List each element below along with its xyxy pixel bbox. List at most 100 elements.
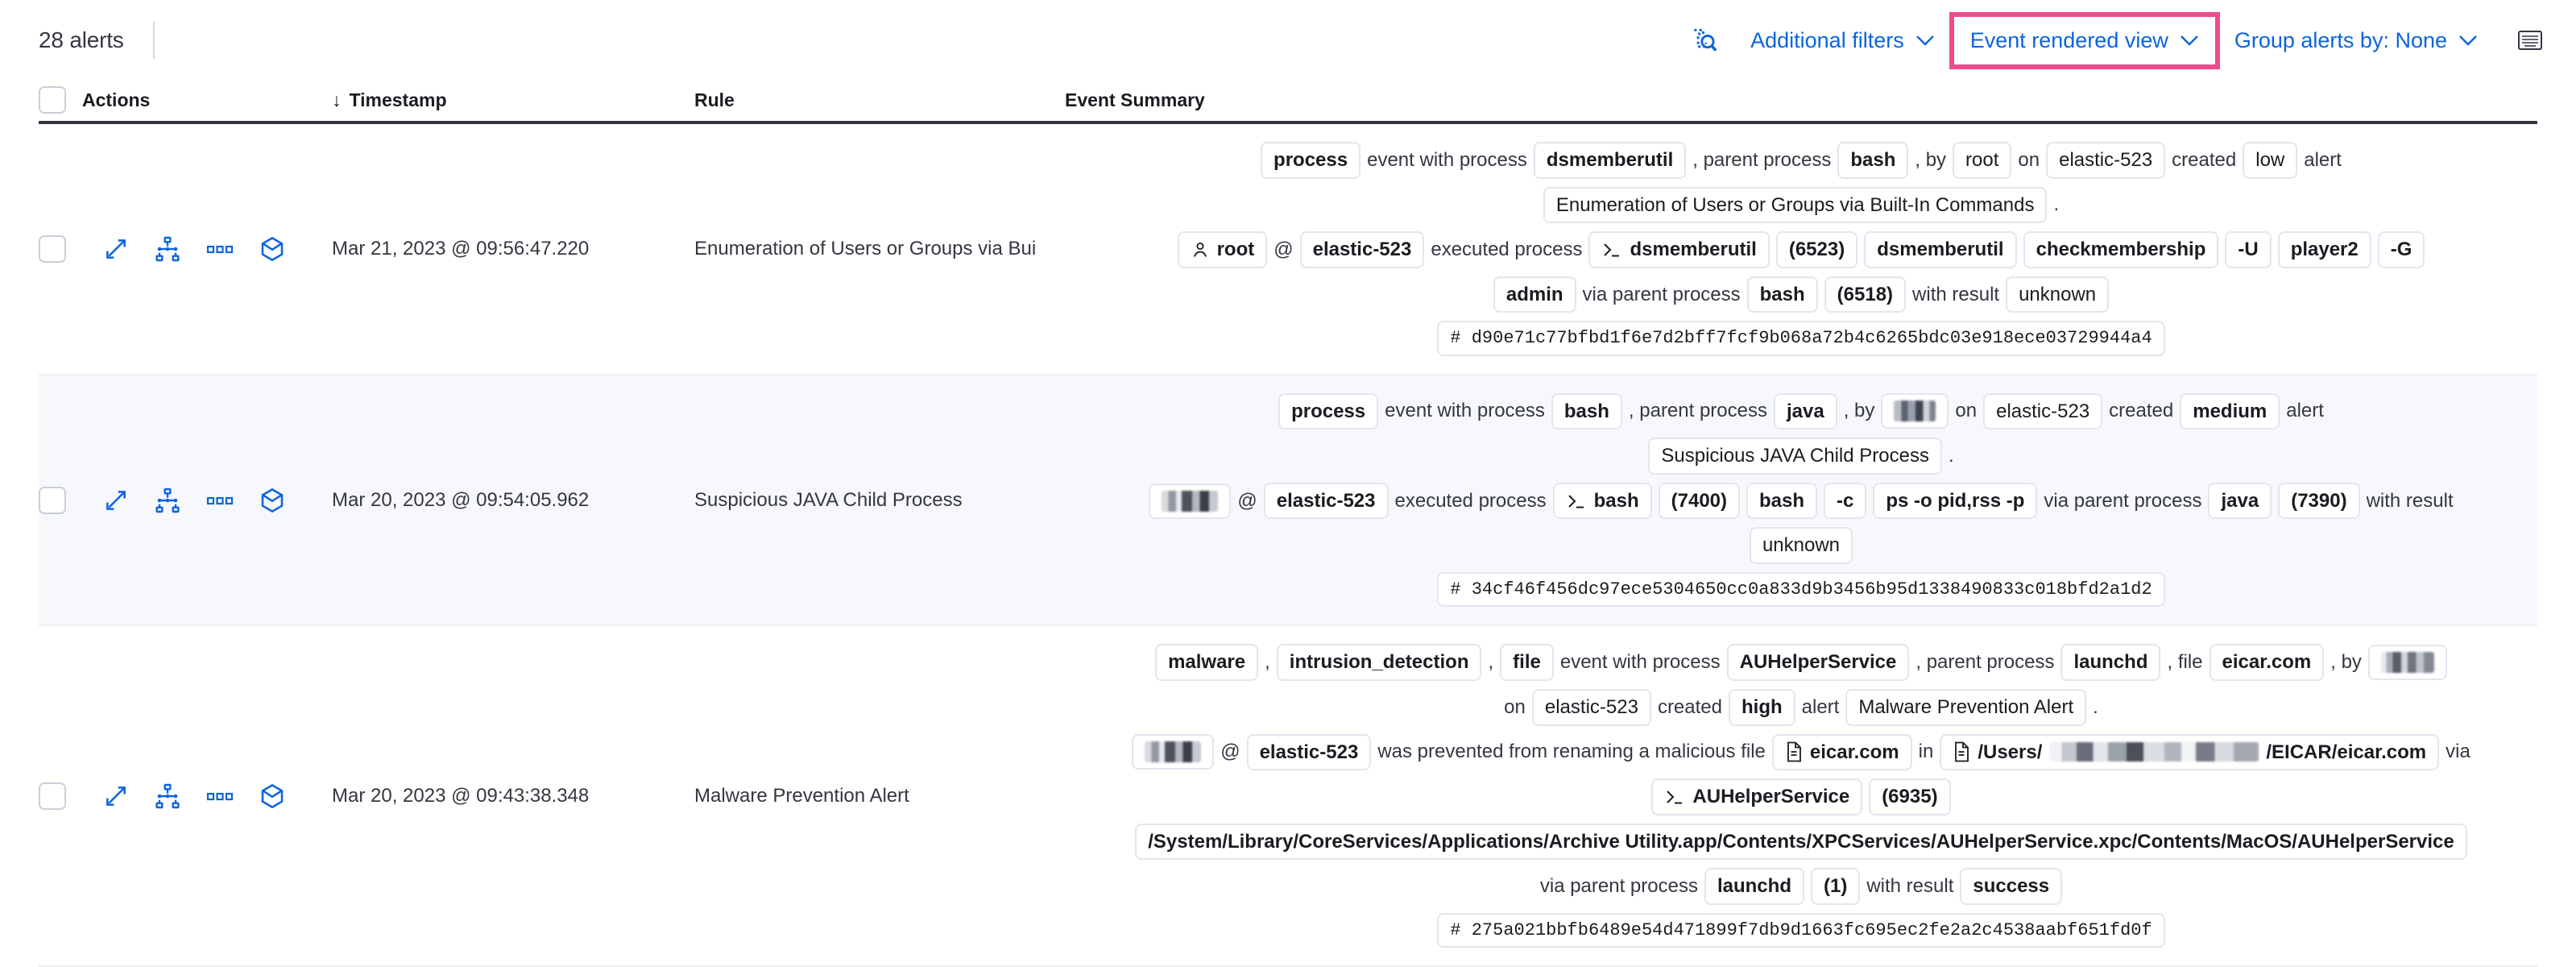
summary-value-pill[interactable]: (7400) [1658,482,1740,520]
summary-value-pill[interactable]: dsmemberutil [1533,142,1687,179]
summary-value-pill[interactable]: (6935) [1869,778,1951,816]
summary-value-pill[interactable]: (6518) [1824,276,1907,313]
pill-label: low [2255,149,2285,171]
summary-value-pill[interactable]: elastic-523 [1263,482,1389,520]
summary-value-pill[interactable]: -U [2225,231,2272,268]
column-header-timestamp[interactable]: ↓ Timestamp [332,89,694,111]
summary-value-pill[interactable]: process [1278,392,1379,430]
summary-value-pill[interactable]: bash [1552,482,1652,520]
summary-value-pill[interactable]: root [1177,231,1268,268]
additional-filters-button[interactable]: Additional filters [1739,22,1946,60]
summary-value-pill[interactable]: success [1960,868,2063,905]
summary-value-pill[interactable]: /System/Library/CoreServices/Application… [1135,823,2467,861]
summary-value-pill[interactable]: malware [1155,644,1259,681]
summary-value-pill[interactable]: elastic-523 [1246,733,1372,771]
more-actions-icon[interactable] [206,488,234,513]
session-view-icon[interactable] [259,488,285,513]
summary-value-pill[interactable]: file [1500,644,1554,681]
pill-label: root [1216,239,1255,261]
summary-value-pill[interactable]: Suspicious JAVA Child Process [1648,438,1942,475]
select-all-checkbox[interactable] [39,86,66,114]
summary-value-pill[interactable]: java [1774,392,1837,430]
pill-label: unknown [1762,534,1841,557]
summary-value-pill[interactable]: Enumeration of Users or Groups via Built… [1543,186,2048,224]
more-actions-icon[interactable] [206,783,234,809]
summary-value-pill[interactable]: elastic-523 [1983,392,2103,430]
keyboard-shortcuts-icon[interactable] [2516,28,2544,52]
summary-value-pill[interactable]: elastic-523 [2046,142,2166,179]
summary-value-pill[interactable]: bash [1746,482,1818,520]
summary-text: via parent process [2044,489,2202,512]
redacted-value-pill[interactable] [1881,393,1949,430]
column-header-actions[interactable]: Actions [82,89,151,110]
summary-value-pill[interactable]: checkmembership [2023,231,2219,268]
row-select-checkbox[interactable] [39,234,66,263]
summary-value-pill[interactable]: ps -o pid,rss -p [1873,482,2038,520]
summary-value-pill[interactable]: unknown [1749,527,1853,565]
summary-value-pill[interactable]: (6523) [1775,231,1858,268]
summary-value-pill[interactable]: eicar.com [2209,644,2325,681]
summary-value-pill[interactable]: medium [2180,392,2280,430]
summary-value-pill[interactable]: admin [1493,276,1576,313]
redacted-value-pill[interactable] [1149,483,1232,519]
summary-value-pill[interactable]: bash [1746,276,1818,313]
summary-text: , parent process [1915,651,2055,674]
event-hash-pill[interactable]: # d90e71c77bfbd1f6e7d2bff7fcf9b068a72b4c… [1437,321,2165,356]
session-view-icon[interactable] [259,236,285,262]
summary-value-pill[interactable]: AUHelperService [1651,778,1863,816]
group-alerts-by-button[interactable]: Group alerts by: None [2223,22,2489,60]
event-hash-pill[interactable]: # 275a021bbfb6489e54d471899f7db9d1663fc6… [1437,912,2165,948]
summary-value-pill[interactable]: -G [2377,231,2425,268]
row-select-checkbox[interactable] [39,782,66,810]
analyzer-icon[interactable] [155,236,180,262]
summary-value-pill[interactable]: intrusion_detection [1276,644,1482,681]
analyzer-icon[interactable] [155,488,180,513]
expand-icon[interactable] [103,236,129,262]
summary-value-pill[interactable]: player2 [2277,231,2371,268]
summary-value-pill[interactable]: (1) [1810,868,1861,905]
row-select-checkbox[interactable] [39,486,66,514]
summary-value-pill[interactable]: elastic-523 [1299,231,1425,268]
summary-line: # 275a021bbfb6489e54d471899f7db9d1663fc6… [1437,912,2165,948]
column-header-event-summary[interactable]: Event Summary [1065,89,1205,110]
summary-value-pill[interactable]: root [1953,142,2012,179]
summary-line: # 34cf46f456dc97ece5304650cc0a833d9b3456… [1437,572,2165,608]
chevron-down-icon [1915,35,1935,46]
summary-value-pill[interactable]: unknown [2006,276,2110,313]
summary-value-pill[interactable]: dsmemberutil [1588,231,1770,268]
summary-value-pill[interactable]: java [2208,482,2272,520]
summary-value-pill[interactable]: elastic-523 [1531,688,1651,726]
summary-value-pill[interactable]: -c [1824,482,1867,520]
summary-value-pill[interactable]: high [1729,688,1795,726]
summary-value-pill[interactable]: dsmemberutil [1864,231,2017,268]
redacted-value-pill[interactable] [2367,645,2447,681]
more-actions-icon[interactable] [206,236,234,262]
summary-value-pill[interactable]: bash [1551,392,1622,430]
redacted-value-pill[interactable] [1132,734,1215,770]
column-header-rule[interactable]: Rule [694,89,735,110]
summary-value-pill[interactable]: (7390) [2278,482,2360,520]
summary-value-pill[interactable]: launchd [1704,868,1804,905]
summary-value-pill[interactable]: low [2243,142,2298,179]
expand-icon[interactable] [103,783,129,809]
expand-icon[interactable] [103,488,129,513]
summary-value-pill[interactable]: AUHelperService [1726,644,1910,681]
event-hash-pill[interactable]: # 34cf46f456dc97ece5304650cc0a833d9b3456… [1437,572,2165,608]
pill-label: Enumeration of Users or Groups via Built… [1555,193,2035,216]
event-rendered-view-button[interactable]: Event rendered view [1959,22,2210,60]
column-header-timestamp-label: Timestamp [349,89,447,110]
summary-value-pill[interactable]: Malware Prevention Alert [1845,688,2087,726]
analyzer-icon[interactable] [155,783,180,809]
summary-value-pill[interactable]: eicar.com [1771,733,1912,771]
summary-text: via [2446,741,2470,763]
session-view-icon[interactable] [259,783,285,809]
summary-value-pill[interactable]: bash [1837,142,1909,179]
file-path-pill[interactable]: /Users//EICAR/eicar.com [1940,733,2440,771]
inspect-magnifier-icon[interactable] [1686,22,1723,59]
summary-value-pill[interactable]: launchd [2060,644,2161,681]
summary-value-pill[interactable]: process [1261,142,1361,179]
